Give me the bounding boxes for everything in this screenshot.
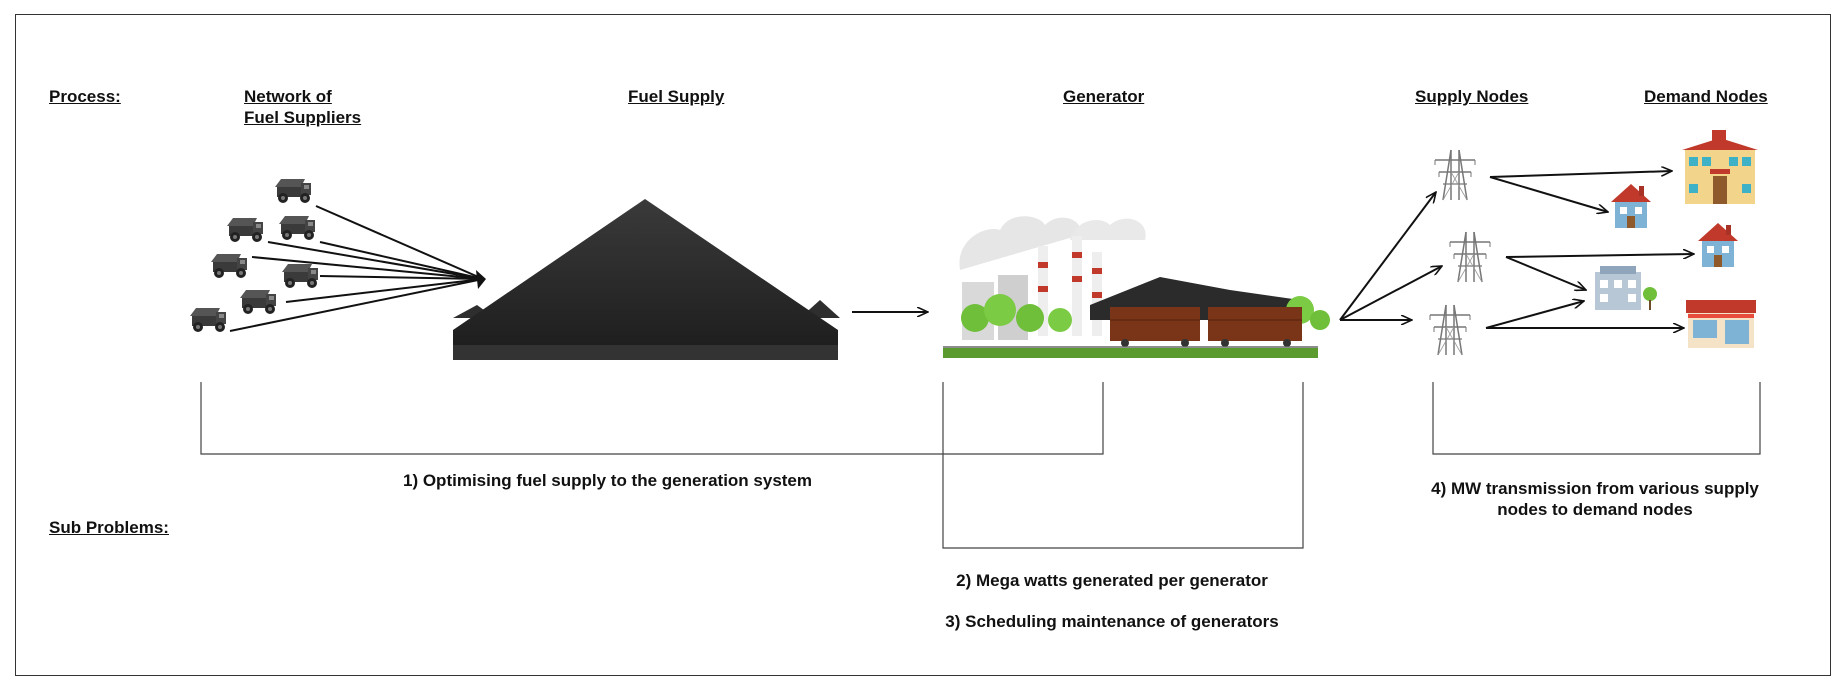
- sub-problem-brackets: [201, 382, 1760, 548]
- power-plant-icon: [943, 216, 1330, 358]
- mining-truck-icon: [279, 216, 315, 240]
- coal-pile-icon: [453, 199, 840, 360]
- office-building-icon: [1595, 266, 1657, 310]
- demand-arrows: [1486, 171, 1694, 328]
- bracket-fuel-supply: [201, 382, 1103, 454]
- transmission-arrows: [1340, 192, 1442, 320]
- mining-truck-icon: [190, 308, 226, 332]
- power-pylon-icon: [1450, 232, 1490, 282]
- convergence-point: [476, 270, 486, 289]
- bracket-generator: [943, 382, 1303, 548]
- mining-truck-icon: [211, 254, 247, 278]
- power-pylon-icon: [1435, 150, 1475, 200]
- bracket-transmission: [1433, 382, 1760, 454]
- mining-truck-icon: [240, 290, 276, 314]
- mining-truck-icon: [282, 264, 318, 288]
- house-icon: [1611, 184, 1651, 228]
- mining-truck-icon: [275, 179, 311, 203]
- house-icon: [1698, 223, 1738, 267]
- shop-building-icon: [1686, 300, 1756, 348]
- mining-truck-icon: [227, 218, 263, 242]
- power-pylon-icon: [1430, 305, 1470, 355]
- school-building-icon: [1682, 130, 1758, 204]
